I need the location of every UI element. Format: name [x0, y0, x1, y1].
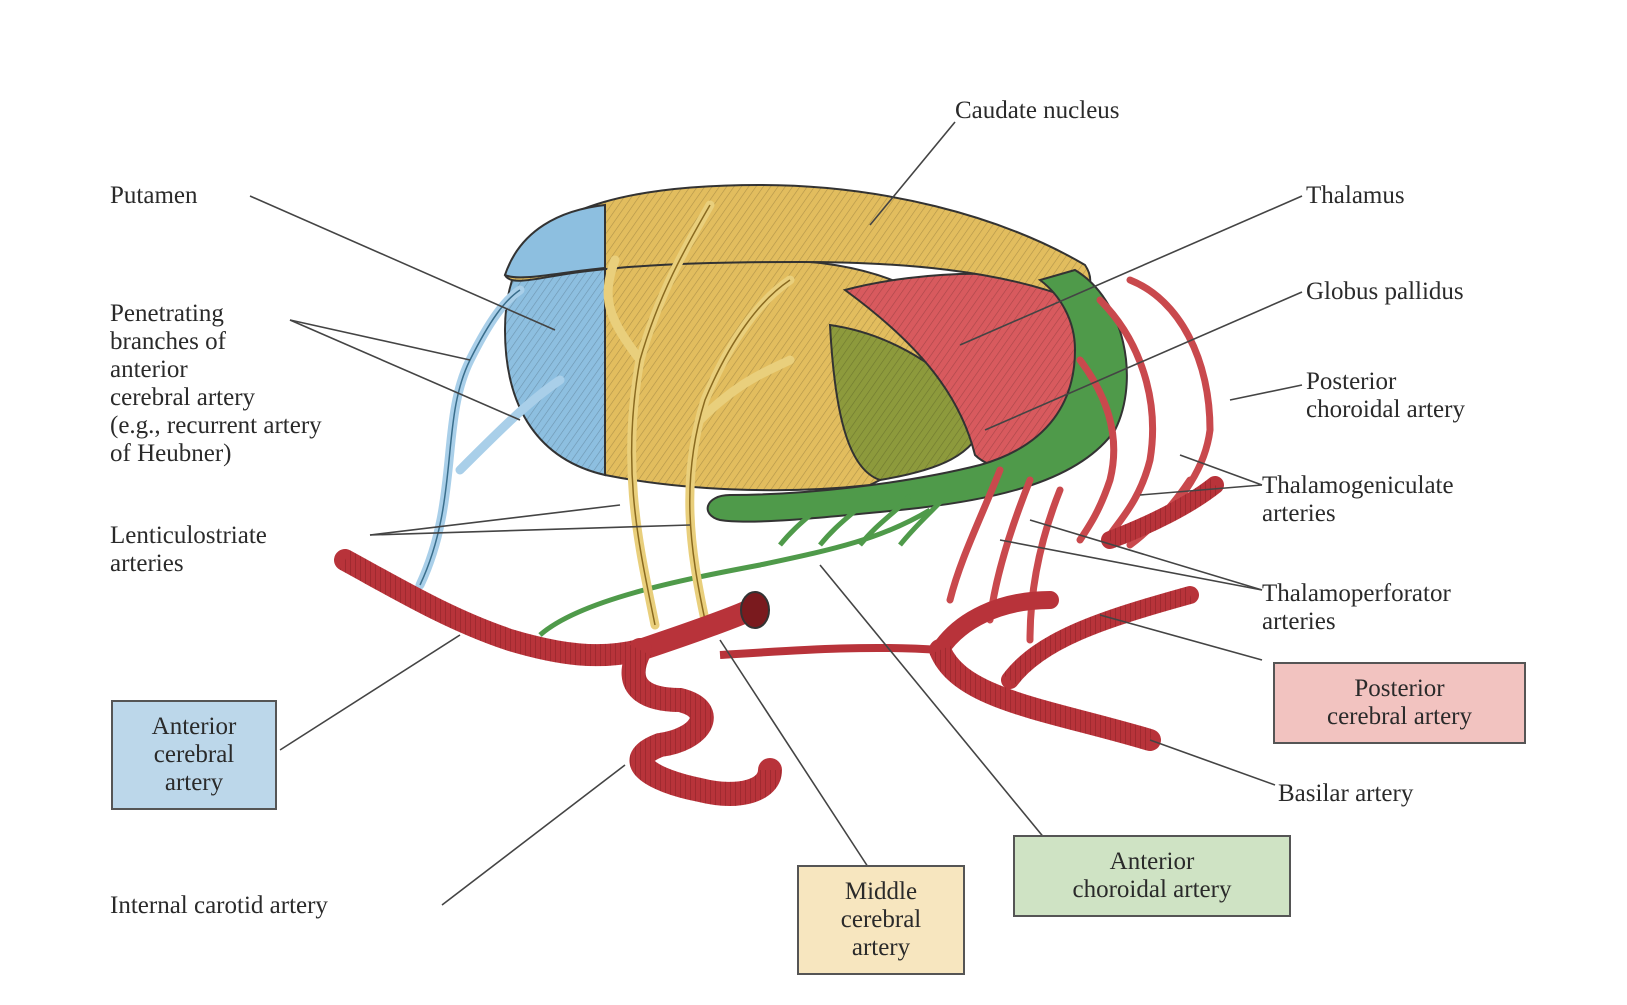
box-anterior-cerebral-artery: Anterior cerebral artery — [111, 700, 277, 810]
label-thalamus: Thalamus — [1306, 182, 1405, 209]
label-penetrating-branches: Penetrating branches of anterior cerebra… — [110, 300, 322, 467]
box-middle-cerebral-artery: Middle cerebral artery — [797, 865, 965, 975]
anterior-choroidal-branches — [538, 488, 953, 637]
label-internal-carotid-artery: Internal carotid artery — [110, 892, 328, 919]
main-arteries — [334, 476, 1224, 806]
anterior-choroidal-tail — [706, 268, 1128, 523]
leader-lines — [249, 121, 1303, 906]
label-lenticulostriate-arteries: Lenticulostriate arteries — [110, 522, 267, 577]
label-putamen: Putamen — [110, 182, 198, 209]
box-posterior-cerebral-artery: Posterior cerebral artery — [1273, 662, 1526, 744]
label-thalamogeniculate-arteries: Thalamogeniculate arteries — [1262, 472, 1454, 527]
label-basilar-artery: Basilar artery — [1278, 780, 1414, 807]
label-posterior-choroidal-artery: Posterior choroidal artery — [1306, 368, 1465, 423]
thalamic-arteries — [946, 276, 1214, 644]
label-globus-pallidus: Globus pallidus — [1306, 278, 1464, 305]
label-caudate-nucleus: Caudate nucleus — [955, 97, 1120, 124]
label-thalamoperforator-arteries: Thalamoperforator arteries — [1262, 580, 1451, 635]
box-anterior-choroidal-artery: Anterior choroidal artery — [1013, 835, 1291, 917]
